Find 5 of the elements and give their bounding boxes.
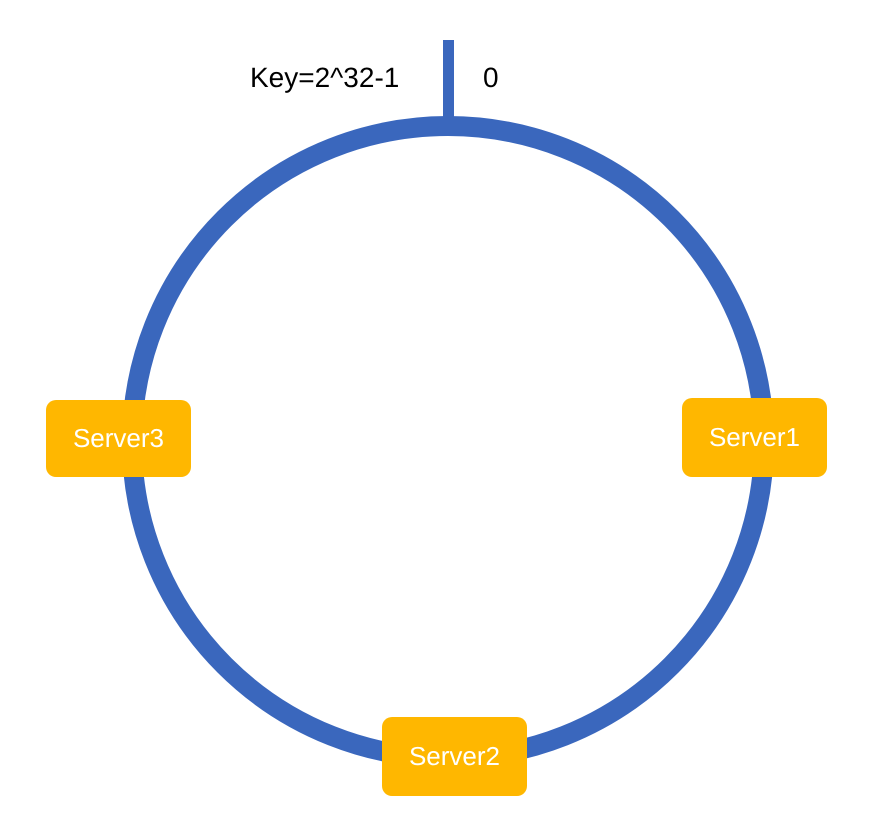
server-box: Server3 xyxy=(46,400,191,477)
server-box: Server2 xyxy=(382,717,527,796)
key-label: Key=2^32-1 xyxy=(250,64,400,92)
zero-label: 0 xyxy=(483,64,499,92)
server-box: Server1 xyxy=(682,398,827,477)
